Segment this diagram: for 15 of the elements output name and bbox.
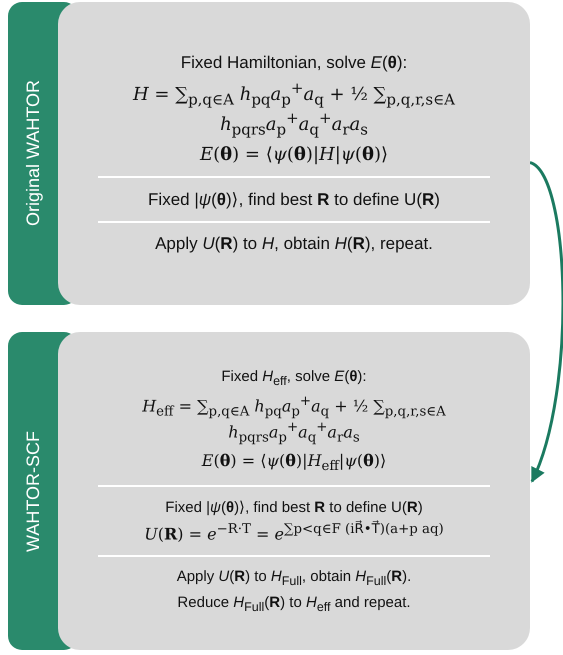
equation: H = ∑$_{p,q∈A}$ h$_{pq}$a$_{p}$$^{+}$a$_{q}$ + ½ ∑$_{p,q,r,s∈A}$ h$_{pqrs}$a$_{p}$$^{+}$a$_{q}$$^{+}$a$_{r}$a$_{s}$ — [132, 78, 456, 138]
side-label: Original WAHTOR — [22, 80, 44, 227]
step-text: Fixed |ψ(θ)⟩, find best R to define U(R) — [148, 189, 440, 210]
equation: H$_{eff}$ = ∑$_{p,q∈A}$ h$_{pq}$a$_{p}$$^{+}$a$_{q}$ + ½ ∑$_{p,q,r,s∈A}$ h$_{pqrs}$a$_{p}$$^{+}$a$_{q}$$^{+}$a$_{r}$a$_{s}$ — [141, 394, 447, 446]
side-label: WAHTOR-SCF — [22, 430, 44, 552]
step-text: Reduce H$_{Full}$(R) to H$_{eff}$ and repeat. — [177, 594, 411, 614]
step-text: Apply U(R) to H, obtain H(R), repeat. — [155, 234, 433, 254]
equation: E(θ) = ⟨ψ(θ)|H|ψ(θ)⟩ — [200, 144, 388, 166]
equation: U(R) = e$^{−R·T}$ = e$^{∑p<q∈F (iR⃗•T⃗)(a+p aq)}$ — [144, 522, 444, 544]
step-text: Fixed H$_{eff}$, solve E(θ): — [221, 368, 367, 388]
step-text: Apply U(R) to H$_{Full}$, obtain H$_{Full}$(R). — [176, 568, 412, 588]
equation: E(θ) = ⟨ψ(θ)|H$_{eff}$|ψ(θ)⟩ — [202, 451, 386, 474]
step-text: Fixed |ψ(θ)⟩, find best R to define U(R) — [165, 498, 423, 516]
step-text: Fixed Hamiltonian, solve E(θ): — [180, 52, 408, 73]
curved-arrow — [529, 161, 563, 483]
